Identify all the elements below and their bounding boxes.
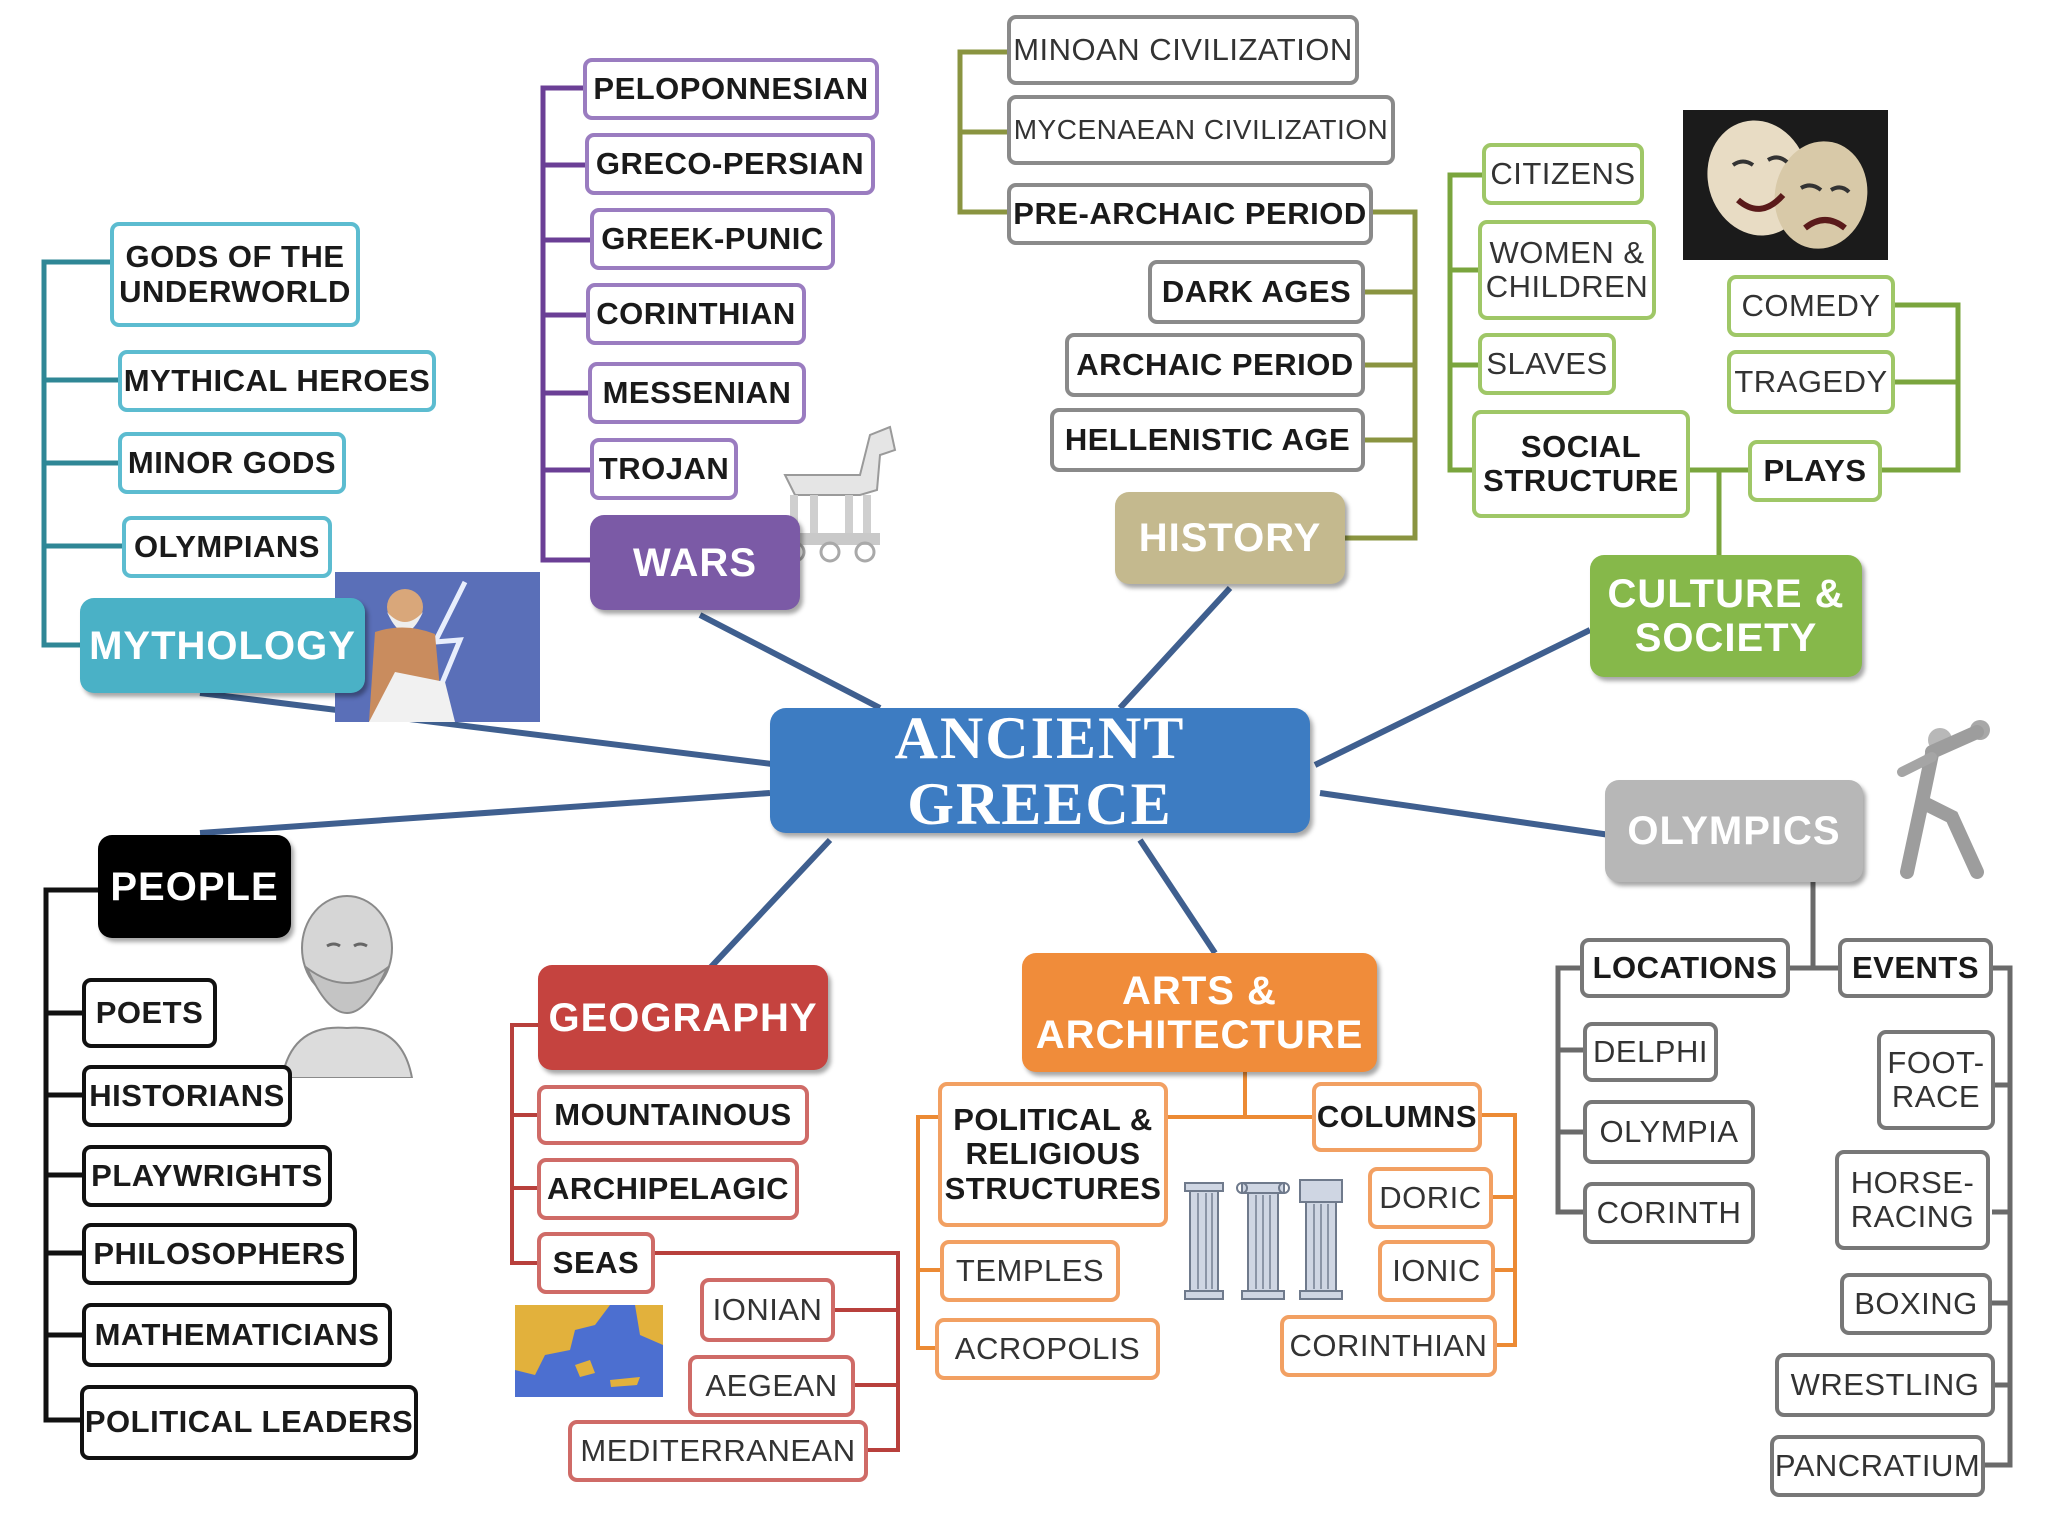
arts-doric[interactable]: DORIC (1368, 1167, 1493, 1229)
geography-seas[interactable]: SEAS (537, 1232, 655, 1294)
olympics-boxing[interactable]: BOXING (1840, 1273, 1992, 1335)
wars-peloponnesian[interactable]: PELOPONNESIAN (583, 58, 879, 120)
culture-women-children[interactable]: WOMEN & CHILDREN (1478, 220, 1656, 320)
history-archaic-period[interactable]: ARCHAIC PERIOD (1065, 333, 1365, 397)
geography-mountainous[interactable]: MOUNTAINOUS (537, 1085, 809, 1145)
olympics-delphi[interactable]: DELPHI (1583, 1022, 1718, 1082)
history-mycenaean-civilization[interactable]: MYCENAEAN CIVILIZATION (1007, 95, 1395, 165)
culture-social-structure[interactable]: SOCIAL STRUCTURE (1472, 410, 1690, 518)
theater-masks-photo (1683, 110, 1888, 260)
olympics-events[interactable]: EVENTS (1838, 938, 1993, 998)
wars-greek-punic[interactable]: GREEK-PUNIC (590, 208, 835, 270)
history-minoan-civilization[interactable]: MINOAN CIVILIZATION (1007, 15, 1359, 85)
people-connectors (43, 887, 98, 1423)
greek-columns-illustration (1180, 1175, 1345, 1300)
geography-archipelagic[interactable]: ARCHIPELAGIC (537, 1158, 799, 1220)
zeus-illustration (335, 572, 540, 722)
arts-ionic[interactable]: IONIC (1378, 1240, 1495, 1302)
greece-map (515, 1305, 663, 1397)
people-poets[interactable]: POETS (82, 978, 217, 1048)
wars-connectors (540, 85, 590, 563)
olympics-connectors (1555, 882, 2013, 1468)
geography-connectors (510, 1023, 900, 1452)
arts-acropolis[interactable]: ACROPOLIS (935, 1318, 1160, 1380)
culture-slaves[interactable]: SLAVES (1478, 333, 1616, 395)
history-connectors (957, 49, 1418, 541)
people-political-leaders[interactable]: POLITICAL LEADERS (80, 1385, 418, 1460)
history-hellenistic-age[interactable]: HELLENISTIC AGE (1050, 408, 1365, 472)
geography-aegean[interactable]: AEGEAN (688, 1355, 855, 1417)
branch-culture-society[interactable]: CULTURE & SOCIETY (1590, 555, 1862, 677)
discobolus-statue (1882, 712, 2002, 882)
trojan-horse-illustration (755, 415, 905, 565)
branch-mythology[interactable]: MYTHOLOGY (80, 598, 365, 693)
wars-trojan[interactable]: TROJAN (590, 438, 738, 500)
central-spokes (199, 585, 1611, 971)
arts-corinthian[interactable]: CORINTHIAN (1280, 1315, 1497, 1377)
geography-mediterranean[interactable]: MEDITERRANEAN (568, 1420, 868, 1482)
wars-greco-persian[interactable]: GRECO-PERSIAN (585, 133, 875, 195)
mythology-minor-gods[interactable]: MINOR GODS (118, 432, 346, 494)
people-mathematicians[interactable]: MATHEMATICIANS (82, 1303, 392, 1367)
arts-political-religious-structures[interactable]: POLITICAL & RELIGIOUS STRUCTURES (938, 1082, 1168, 1227)
mythology-mythical-heroes[interactable]: MYTHICAL HEROES (118, 350, 436, 412)
olympics-locations[interactable]: LOCATIONS (1580, 938, 1790, 998)
mythology-gods-of-the-underworld[interactable]: GODS OF THE UNDERWORLD (110, 222, 360, 327)
branch-people[interactable]: PEOPLE (98, 835, 291, 938)
olympics-pancratium[interactable]: PANCRATIUM (1770, 1435, 1985, 1497)
history-pre-archaic-period[interactable]: PRE-ARCHAIC PERIOD (1007, 183, 1373, 245)
arts-temples[interactable]: TEMPLES (940, 1240, 1120, 1302)
arts-connectors (916, 1072, 1517, 1350)
branch-arts-architecture[interactable]: ARTS & ARCHITECTURE (1022, 953, 1377, 1072)
people-philosophers[interactable]: PHILOSOPHERS (82, 1223, 357, 1285)
branch-history[interactable]: HISTORY (1115, 492, 1345, 584)
branch-wars[interactable]: WARS (590, 515, 800, 610)
culture-connectors (1447, 172, 1961, 555)
mythology-connectors (41, 259, 122, 648)
olympics-foot-race[interactable]: FOOT- RACE (1877, 1030, 1995, 1130)
branch-olympics[interactable]: OLYMPICS (1605, 780, 1863, 882)
socrates-bust (262, 888, 432, 1078)
geography-ionian[interactable]: IONIAN (700, 1278, 835, 1342)
olympics-horse-racing[interactable]: HORSE- RACING (1835, 1150, 1990, 1250)
culture-citizens[interactable]: CITIZENS (1482, 143, 1644, 205)
olympics-olympia[interactable]: OLYMPIA (1583, 1100, 1755, 1164)
people-historians[interactable]: HISTORIANS (82, 1065, 292, 1127)
branch-geography[interactable]: GEOGRAPHY (538, 965, 828, 1070)
mythology-olympians[interactable]: OLYMPIANS (122, 516, 332, 578)
wars-messenian[interactable]: MESSENIAN (588, 362, 806, 424)
culture-plays[interactable]: PLAYS (1748, 440, 1882, 502)
olympics-corinth[interactable]: CORINTH (1583, 1182, 1755, 1244)
culture-comedy[interactable]: COMEDY (1727, 275, 1895, 337)
history-dark-ages[interactable]: DARK AGES (1148, 260, 1365, 324)
olympics-wrestling[interactable]: WRESTLING (1775, 1353, 1995, 1417)
people-playwrights[interactable]: PLAYWRIGHTS (82, 1145, 332, 1207)
culture-tragedy[interactable]: TRAGEDY (1727, 350, 1895, 414)
arts-columns[interactable]: COLUMNS (1312, 1082, 1482, 1152)
wars-corinthian[interactable]: CORINTHIAN (586, 283, 806, 345)
central-topic[interactable]: ANCIENT GREECE (770, 705, 1310, 837)
